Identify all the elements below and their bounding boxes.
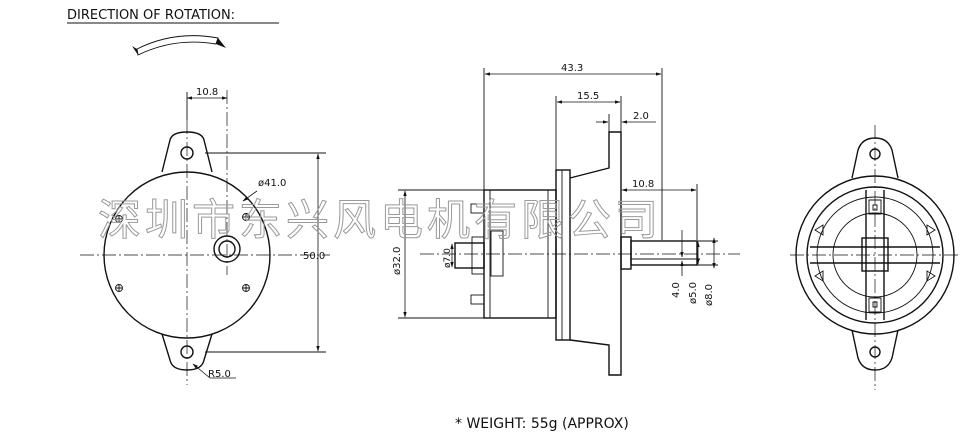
heading-text: DIRECTION OF ROTATION: [67, 8, 235, 23]
side-view: 43.3 15.5 2.0 10.8 ø32.0 ø7.0 4.0 ø5.0 [392, 63, 740, 376]
side-dim-body-length: 15.5 [577, 91, 599, 102]
front-view-screws [115, 213, 250, 292]
side-dim-boss-diameter: ø7.0 [443, 248, 453, 268]
front-view: 10.8 ø41.0 50.0 R5.0 [80, 87, 330, 385]
front-dim-radius: R5.0 [208, 369, 231, 380]
side-dim-body-diameter: ø32.0 [392, 247, 403, 275]
side-view-terminal-top [470, 203, 485, 214]
side-dim-shaft-diameter: ø5.0 [688, 282, 699, 304]
side-dim-flange-thickness: 2.0 [633, 111, 649, 122]
side-dim-collar-diameter: ø8.0 [704, 284, 715, 306]
rear-view [790, 125, 960, 390]
front-dim-diameter: ø41.0 [258, 178, 286, 189]
side-view-gearbox [555, 169, 571, 341]
side-view-flange [569, 131, 622, 376]
company-watermark: 深圳市东兴风电机有限公司 [98, 196, 662, 246]
rotation-heading: DIRECTION OF ROTATION: [67, 8, 279, 24]
front-dim-offset: 10.8 [196, 87, 218, 98]
weight-note: * WEIGHT: 55g (APPROX) [455, 416, 629, 432]
front-dim-height: 50.0 [303, 251, 325, 262]
side-dim-flat: 4.0 [671, 282, 682, 298]
side-view-rear-boss [454, 242, 485, 269]
side-view-terminal-bottom [470, 294, 485, 305]
rotation-arrow-icon [132, 35, 226, 56]
side-dim-shaft-length: 10.8 [632, 179, 654, 190]
side-dim-total-length: 43.3 [561, 63, 583, 74]
